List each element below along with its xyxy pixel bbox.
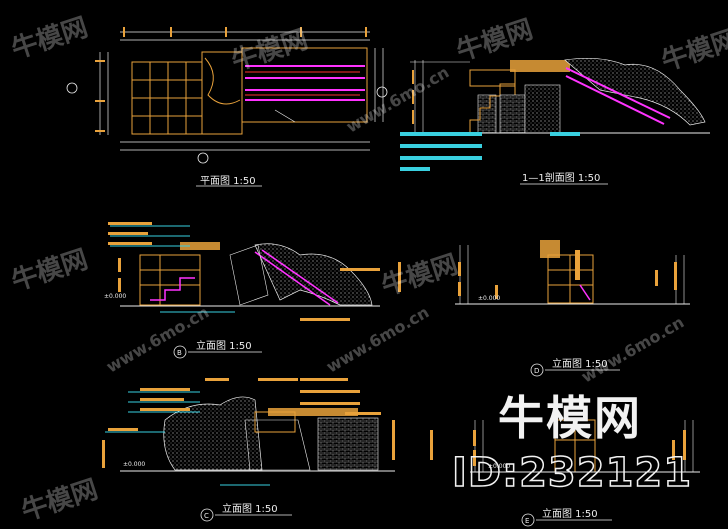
section-title: 1—1剖面图 1:50 [522,171,600,184]
elevation-d-marker: D [534,367,539,375]
plan-view: 平面图 1:50 [66,27,388,187]
plan-title: 平面图 1:50 [200,175,256,187]
elevation-c-title: 立面图 1:50 [222,502,278,515]
elevation-b-level: ±0.000 [104,293,126,300]
elevation-b-marker-circle [173,345,187,359]
elevation-d-marker-circle [530,363,544,377]
elevation-b-title: 立面图 1:50 [196,339,252,352]
elevation-e-marker: E [525,517,529,525]
elevation-e-title: 立面图 1:50 [542,507,598,520]
watermark-id: ID:232121 [451,449,693,497]
elevation-e-level: ±0.000 [488,463,510,470]
elevation-b-view: ±0.000 B 立面图 1:50 [104,222,401,359]
elevation-d-view: ±0.000 D 立面图 1:50 [455,240,690,377]
section-view: 1—1剖面图 1:50 [400,58,710,185]
watermark-brand-main: 牛模网 [498,391,642,445]
elevation-e-marker-circle [521,513,535,527]
elevation-c-level: ±0.000 [123,461,145,468]
elevation-c-marker-circle [200,508,214,522]
elevation-b-marker: B [177,349,182,357]
elevation-e-view: ±0.000 E 立面图 1:50 [470,419,700,527]
elevation-c-marker: C [204,512,209,520]
elevation-d-title: 立面图 1:50 [552,357,608,370]
elevation-d-level-left: ±0.000 [478,295,500,302]
elevation-c-view: ±0.000 C 立面图 1:50 [102,378,433,522]
